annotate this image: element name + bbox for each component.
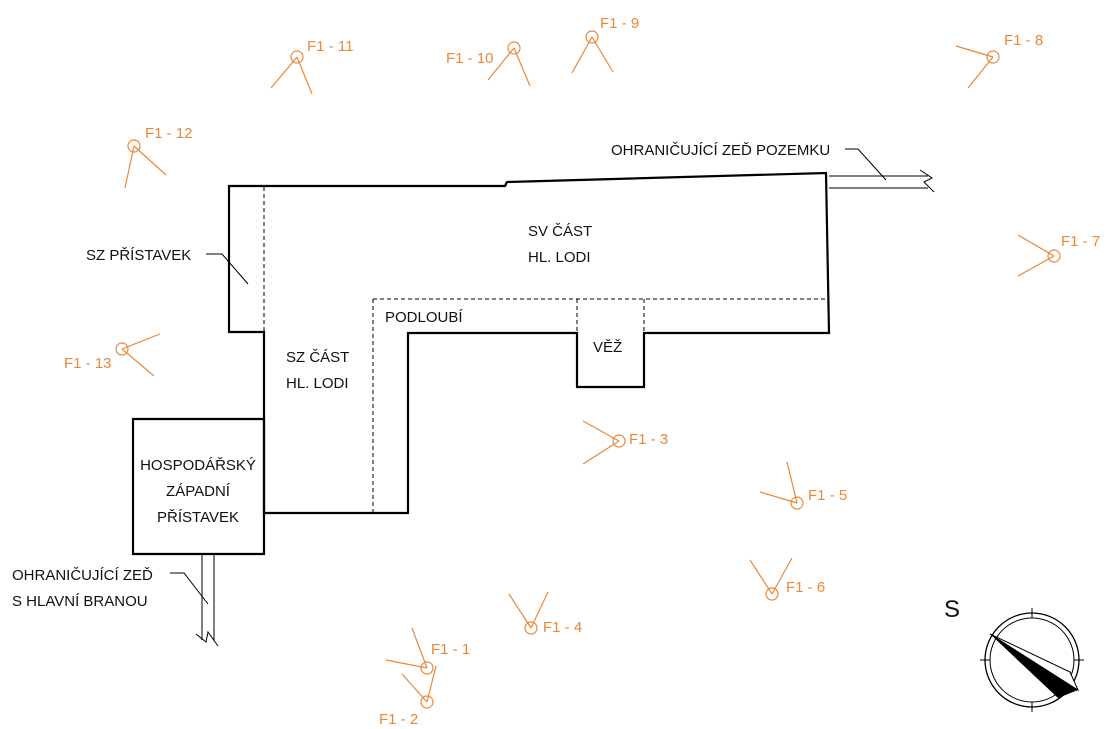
label-sv-part-1: SV ČÁST: [528, 223, 592, 240]
label-boundary-wall-gate-2: S HLAVNÍ BRANOU: [12, 593, 148, 610]
label-boundary-wall-east: OHRANIČUJÍCÍ ZEĎ POZEMKU: [611, 142, 830, 159]
building-outline: [227, 171, 831, 515]
photo-station-label: F1 - 12: [145, 125, 193, 142]
photo-station-f1-3: F1 - 3: [582, 420, 668, 465]
photo-station-label: F1 - 11: [307, 38, 353, 55]
label-sv-part-2: HL. LODI: [528, 249, 591, 266]
label-west-annex-3: PŘÍSTAVEK: [157, 509, 239, 526]
photo-station-label: F1 - 5: [808, 487, 847, 504]
photo-station-label: F1 - 3: [629, 431, 668, 448]
leader-sz-annex: [206, 253, 249, 285]
compass-letter: S: [944, 596, 960, 623]
photo-station-f1-6: F1 - 6: [749, 557, 825, 601]
photo-station-label: F1 - 10: [446, 50, 494, 67]
photo-station-label: F1 - 9: [600, 15, 639, 32]
photo-station-f1-10: F1 - 10: [446, 41, 531, 87]
photo-station-f1-2: F1 - 2: [379, 665, 437, 728]
compass-needle: [990, 634, 1078, 698]
photo-station-f1-4: F1 - 4: [508, 591, 582, 636]
photo-station-f1-12: F1 - 12: [124, 125, 193, 189]
photo-station-f1-7: F1 - 7: [1017, 233, 1100, 277]
label-west-annex-1: HOSPODÁŘSKÝ: [140, 457, 256, 474]
photo-station-f1-13: F1 - 13: [64, 333, 161, 377]
photo-station-label: F1 - 8: [1004, 32, 1043, 49]
photo-station-label: F1 - 7: [1061, 233, 1100, 250]
leader-boundary-wall-east: [845, 148, 887, 181]
label-sz-annex: SZ PŘÍSTAVEK: [86, 247, 191, 264]
label-sz-part-1: SZ ČÁST: [286, 349, 349, 366]
photo-station-label: F1 - 13: [64, 355, 112, 372]
compass-needle-light: [989, 633, 1080, 692]
label-tower: VĚŽ: [593, 339, 622, 356]
boundary-wall-east: [829, 169, 935, 193]
photo-station-label: F1 - 6: [786, 579, 825, 596]
photo-station-f1-9: F1 - 9: [571, 15, 639, 74]
photo-station-label: F1 - 4: [543, 619, 582, 636]
photo-station-f1-8: F1 - 8: [955, 32, 1043, 89]
boundary-wall-gate: [195, 554, 219, 647]
west-annex-outline: [131, 417, 266, 556]
label-west-annex-2: ZÁPADNÍ: [166, 483, 231, 500]
label-sz-part-2: HL. LODI: [286, 375, 349, 392]
label-arcade: PODLOUBÍ: [385, 309, 463, 326]
photo-stations: F1 - 1 F1 - 2 F1 - 3 F1 - 4 F1 -: [64, 15, 1100, 728]
north-arrow: S: [944, 596, 1084, 712]
photo-station-f1-1: F1 - 1: [385, 627, 470, 675]
label-boundary-wall-gate-1: OHRANIČUJÍCÍ ZEĎ: [12, 567, 153, 584]
photo-station-label: F1 - 1: [431, 641, 470, 658]
photo-station-label: F1 - 2: [379, 711, 418, 728]
photo-station-f1-5: F1 - 5: [759, 461, 847, 510]
photo-station-f1-11: F1 - 11: [270, 38, 353, 95]
leader-boundary-wall-gate: [170, 572, 209, 605]
